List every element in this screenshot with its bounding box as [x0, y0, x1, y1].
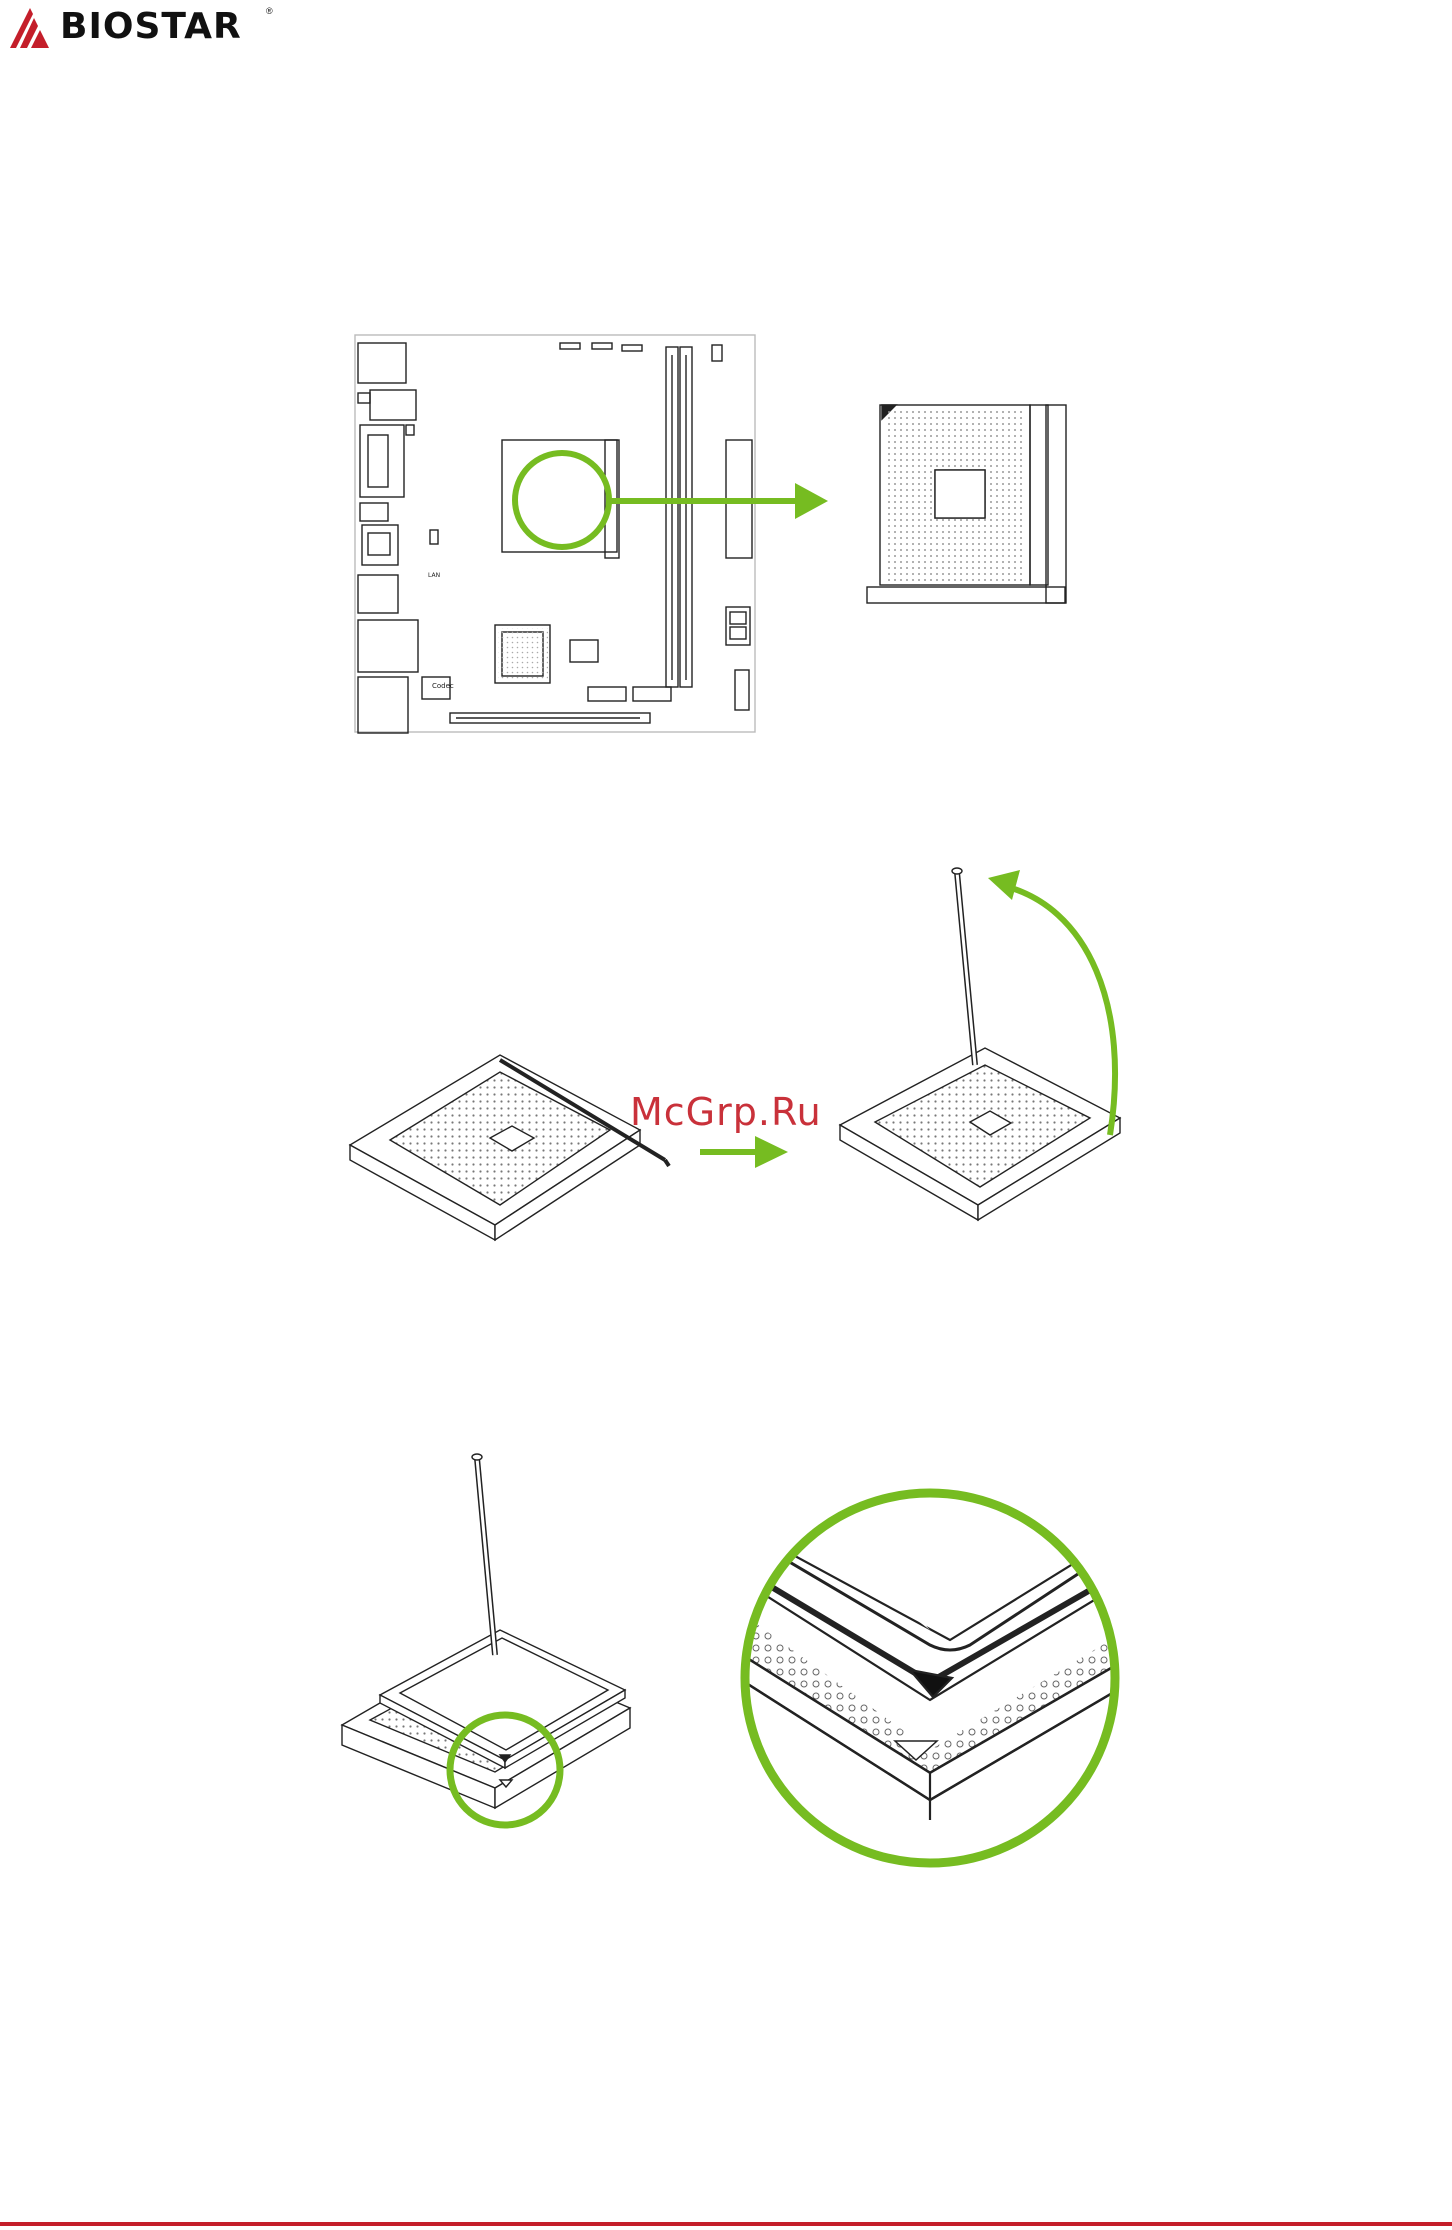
magnifier-circle-icon	[515, 453, 609, 547]
codec-label: Codec	[432, 682, 454, 690]
biostar-logo: BIOSTAR ®	[0, 0, 300, 60]
arrow-right-icon	[795, 483, 828, 519]
watermark-text: McGrp.Ru	[630, 1090, 822, 1134]
lan-label: LAN	[428, 572, 440, 579]
brand-registered-mark: ®	[266, 6, 273, 16]
cpu-alignment-figure	[330, 1450, 1190, 1910]
socket-lever-lift-figure	[330, 860, 1190, 1280]
footer-rule	[0, 2222, 1452, 2226]
arrow-curve-icon	[988, 870, 1020, 900]
biostar-logo-icon	[0, 0, 60, 60]
brand-name: BIOSTAR	[60, 6, 242, 47]
arrow-right-icon	[755, 1136, 788, 1168]
motherboard-socket-location-figure: Codec LAN	[340, 325, 1160, 745]
